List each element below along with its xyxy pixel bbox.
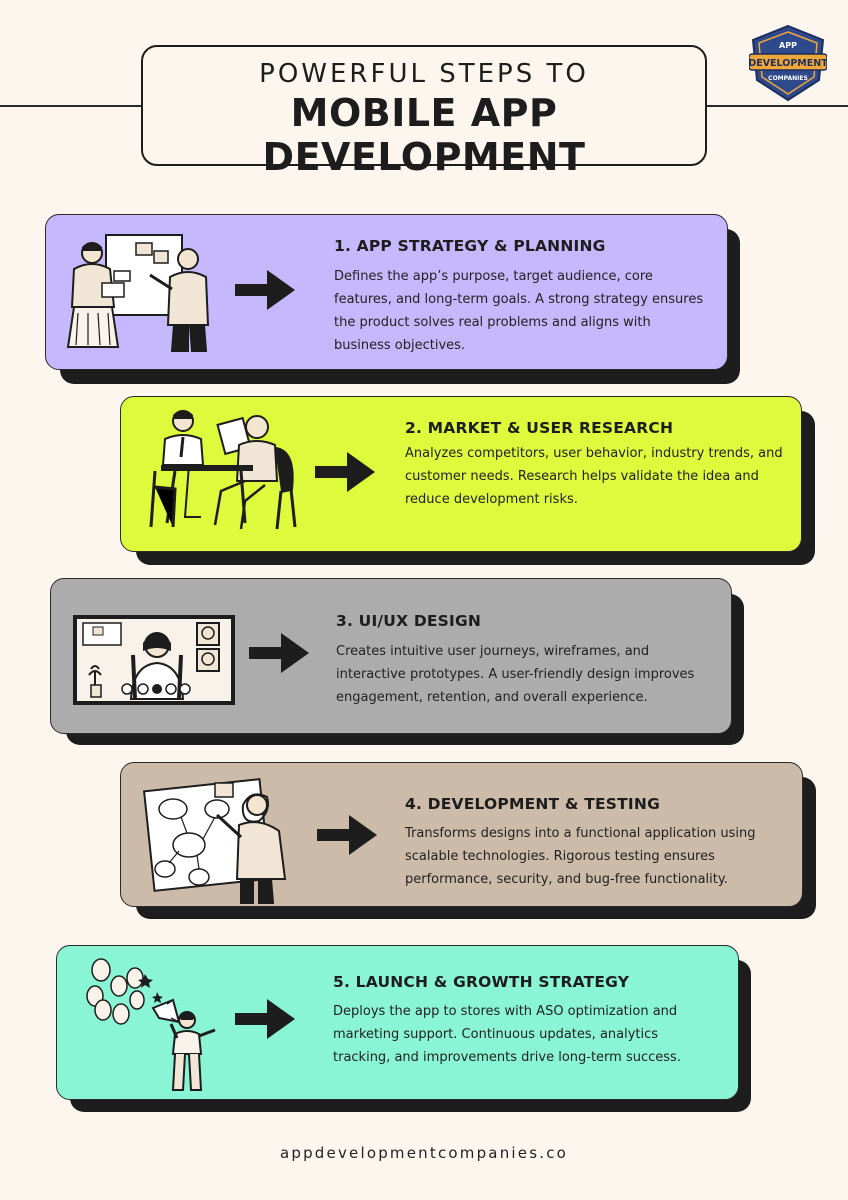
step-5-description: Deploys the app to stores with ASO optim… [333,1004,681,1065]
step-5-title: 5. LAUNCH & GROWTH STRATEGY [333,973,630,991]
arrow-right-icon [249,633,309,673]
step-card-5: 5. LAUNCH & GROWTH STRATEGY Deploys the … [56,945,739,1100]
step-card-4: 4. DEVELOPMENT & TESTING Transforms desi… [120,762,803,907]
step-4-description: Transforms designs into a functional app… [405,826,756,887]
step-card-1: 1. APP STRATEGY & PLANNING Defines the a… [45,214,728,370]
step-4-title: 4. DEVELOPMENT & TESTING [405,795,660,813]
step-1-description: Defines the app’s purpose, target audien… [334,269,704,353]
logo-text-companies: COMPANIES [768,75,808,82]
step-2-description: Analyzes competitors, user behavior, ind… [405,446,783,507]
interview-table-illustration [149,410,297,530]
flowchart-board-illustration [142,778,287,904]
step-card-2: 2. MARKET & USER RESEARCH Analyzes compe… [120,396,802,552]
step-3-title: 3. UI/UX DESIGN [336,612,482,630]
arrow-right-icon [235,270,295,310]
page-title: MOBILE APP DEVELOPMENT [262,91,586,179]
arrow-right-icon [315,452,375,492]
arrow-right-icon [235,999,295,1039]
title-top: POWERFUL STEPS TO [259,59,589,89]
header-rule-right [706,105,848,107]
title-box: POWERFUL STEPS TO MOBILE APP DEVELOPMENT [141,45,707,179]
step-2-title: 2. MARKET & USER RESEARCH [405,419,674,437]
arrow-right-icon [317,815,377,855]
planning-whiteboard-illustration [66,234,210,352]
megaphone-crowd-illustration [86,958,216,1091]
video-call-screen-illustration [73,615,235,705]
brand-logo: APP DEVELOPMENT COMPANIES [749,24,827,102]
step-card-3: 3. UI/UX DESIGN Creates intuitive user j… [50,578,732,734]
footer-url: appdevelopmentcompanies.co [279,1144,569,1162]
header-rule-left [0,105,142,107]
step-1-title: 1. APP STRATEGY & PLANNING [334,237,606,255]
logo-text-app: APP [779,41,797,50]
step-3-description: Creates intuitive user journeys, wirefra… [336,644,695,705]
logo-text-development: DEVELOPMENT [749,58,827,69]
